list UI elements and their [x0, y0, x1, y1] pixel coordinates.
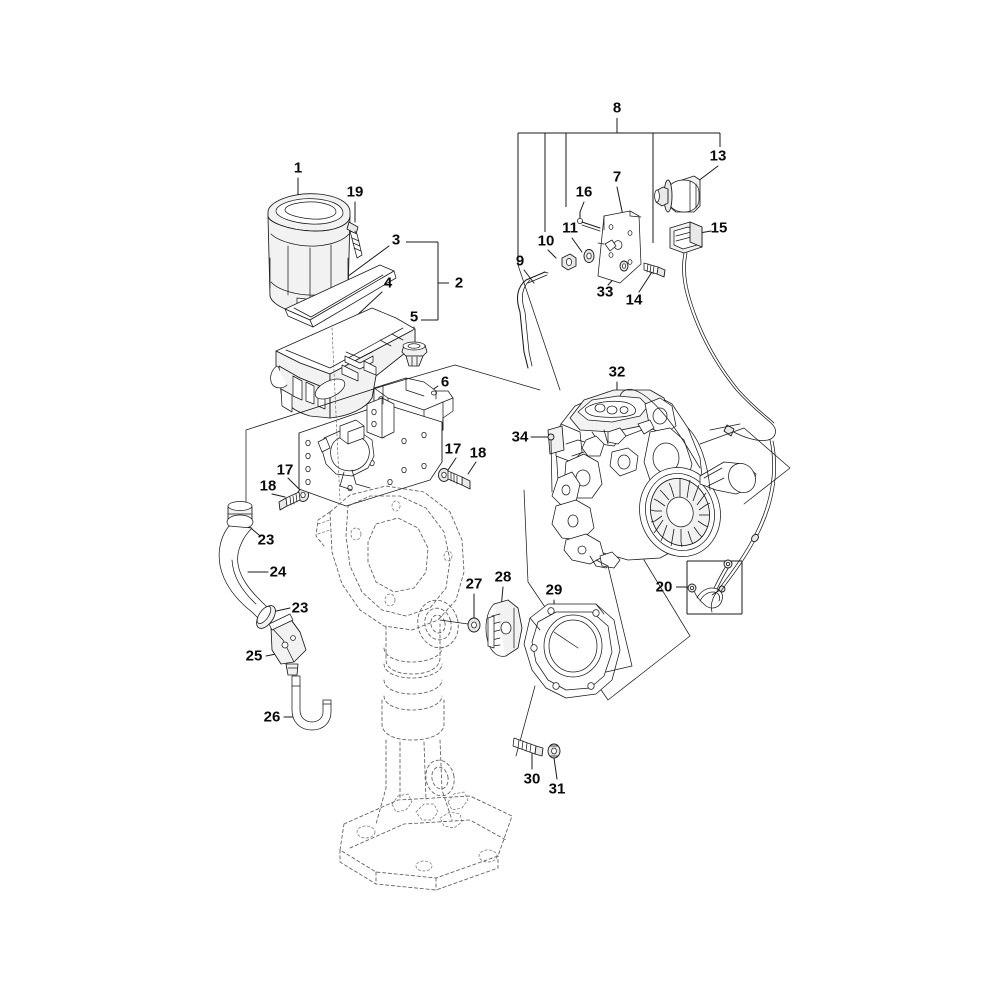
part-lock-washer-right	[438, 468, 450, 482]
callout-18-right: 18	[469, 444, 487, 462]
part-drain-hose	[291, 675, 332, 731]
part-pin-16	[577, 211, 601, 232]
callout-34: 34	[511, 428, 529, 446]
part-engine-assembly	[547, 388, 757, 569]
rammer-body-reference-outline	[315, 485, 513, 891]
part-throttle-rod	[516, 271, 549, 369]
callout-28: 28	[494, 568, 512, 586]
callout-25: 25	[245, 647, 263, 665]
callout-4: 4	[383, 274, 393, 292]
callout-5: 5	[409, 308, 419, 326]
callout-27: 27	[465, 575, 483, 593]
part-screw-34	[547, 433, 555, 493]
bracket-group-2	[406, 241, 449, 321]
callout-23-lower: 23	[291, 599, 309, 617]
part-adapter-flange	[523, 603, 621, 699]
callout-14: 14	[625, 291, 643, 309]
callout-20: 20	[655, 578, 673, 596]
callout-32: 32	[608, 363, 626, 381]
callout-9: 9	[515, 252, 525, 270]
part-screw-14	[643, 262, 666, 278]
part-filter-screw	[346, 221, 363, 259]
callout-10: 10	[537, 232, 555, 250]
part-washer-11	[583, 249, 595, 263]
callout-23-upper: 23	[257, 531, 275, 549]
callout-17-left: 17	[276, 461, 294, 479]
part-air-box-base	[270, 307, 416, 419]
part-screw-33	[619, 260, 629, 272]
callout-17-right: 17	[444, 440, 462, 458]
callout-2: 2	[454, 274, 464, 292]
switch-wire-routing	[710, 439, 777, 613]
callout-26: 26	[263, 708, 281, 726]
bracket-group-20	[676, 560, 743, 615]
callout-18-left: 18	[259, 477, 277, 495]
callout-30: 30	[523, 770, 541, 788]
part-upper-gasket	[284, 264, 397, 328]
part-flange-nut	[547, 743, 561, 759]
callout-24: 24	[269, 563, 287, 581]
callout-19: 19	[346, 183, 364, 201]
callout-11: 11	[562, 219, 578, 237]
callout-8: 8	[612, 99, 622, 117]
part-nut-10	[561, 253, 577, 271]
callout-3: 3	[391, 231, 401, 249]
part-stop-switch	[669, 221, 776, 441]
part-stud-bolt	[512, 737, 544, 757]
callout-16: 16	[575, 183, 593, 201]
part-nut-27	[439, 617, 481, 633]
bracket-group-8	[517, 118, 721, 265]
part-hose-clamp-upper	[226, 501, 254, 530]
callout-13: 13	[709, 147, 727, 165]
part-control-plate	[597, 210, 642, 284]
part-hex-bolt-right	[447, 470, 471, 490]
part-wire-harness	[687, 559, 733, 609]
part-hex-bolt-left	[278, 491, 301, 511]
part-clutch-shoe	[485, 599, 523, 657]
engine-callout-frames	[523, 423, 791, 701]
part-fuel-valve-fitting	[268, 613, 307, 676]
part-grommet-plug	[401, 341, 428, 367]
callout-29: 29	[545, 581, 563, 599]
callout-6: 6	[440, 373, 450, 391]
part-control-mount-plate	[298, 397, 443, 507]
callout-33: 33	[596, 283, 614, 301]
callout-7: 7	[612, 168, 622, 186]
callout-1: 1	[293, 159, 303, 177]
part-hose-clamp-lower	[256, 605, 276, 629]
part-ignition-switch	[654, 175, 701, 213]
callout-15: 15	[710, 219, 728, 237]
callout-31: 31	[548, 780, 566, 798]
